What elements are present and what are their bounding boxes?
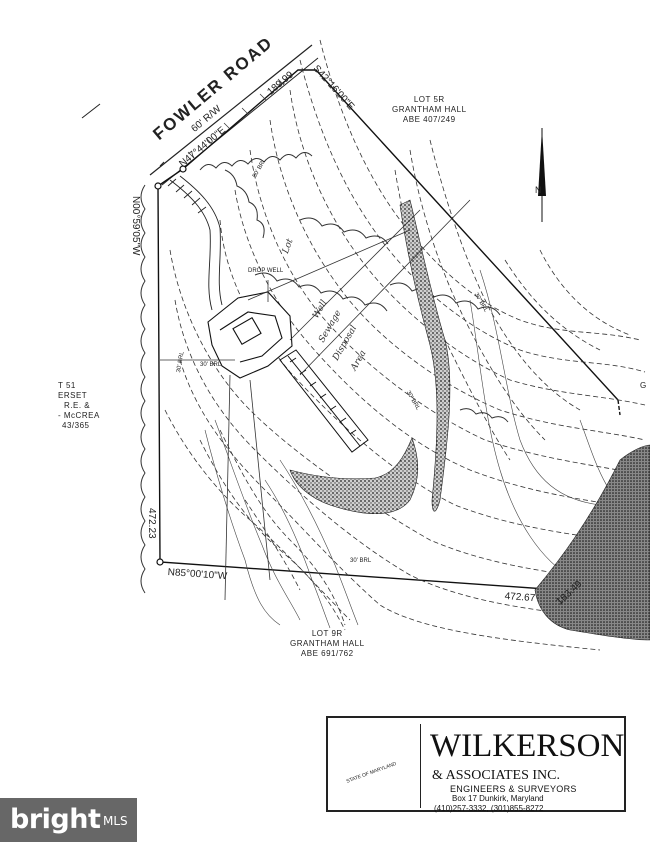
company-subtitle: & ASSOCIATES INC. [432, 768, 560, 783]
boundary-corners [154, 165, 187, 566]
steep-slope-areas [289, 199, 650, 641]
distance-west: 472.23 [146, 508, 157, 539]
lot-north-line-1: LOT 5R [413, 95, 445, 104]
watermark-brand: bright [10, 804, 101, 835]
company-profession: ENGINEERS & SURVEYORS [450, 784, 577, 794]
lot-west-line-1: T 51 [58, 381, 76, 390]
company-address: Box 17 Dunkirk, Maryland [452, 794, 544, 803]
lot-label-south: LOT 9R GRANTHAM HALL ABE 691/762 [290, 630, 365, 660]
contour-lines-solid [204, 269, 641, 629]
title-block-divider [420, 724, 421, 808]
driveway [167, 175, 223, 311]
lot-north-line-3: ABE 407/249 [402, 115, 456, 124]
edge-label: G [640, 381, 647, 390]
lot-west-line-3: R.E. & [64, 401, 91, 410]
lot-west-line-4: - McCREA [58, 411, 100, 420]
watermark-suffix: MLS [103, 814, 128, 828]
lot-south-line-2: GRANTHAM HALL [290, 639, 365, 648]
lot-west-line-2: ERSET [58, 391, 88, 400]
fowler-road-row-lines [81, 44, 319, 186]
distance-south: 472.67 [504, 591, 536, 605]
road-ticks [187, 78, 285, 159]
title-block: WILKERSON & ASSOCIATES INC. ENGINEERS & … [326, 716, 626, 813]
lot-label-west: T 51 ERSET R.E. & - McCREA 43/365 [58, 382, 100, 432]
lot-label-north: LOT 5R GRANTHAM HALL ABE 407/249 [392, 96, 467, 126]
bright-mls-watermark: bright MLS [0, 798, 137, 842]
setback-label-5: 30' BRL [200, 362, 222, 368]
house-footprint [207, 291, 293, 379]
drop-well-label: DROP WELL [248, 268, 284, 274]
lot-south-line-3: ABE 691/762 [300, 649, 354, 658]
lot-west-line-5: 43/365 [62, 421, 90, 430]
setback-lines [160, 199, 471, 601]
lot-south-line-1: LOT 9R [311, 629, 343, 638]
north-arrow-label: N [535, 185, 542, 195]
bearing-west: N00°59'05"W [130, 196, 141, 256]
company-phones: (410)257-3332, (301)855-8272 [434, 804, 544, 813]
lot-north-line-2: GRANTHAM HALL [392, 105, 467, 114]
setback-label-2: 30' BRL [350, 558, 372, 564]
topographic-contours [164, 39, 646, 651]
company-name: WILKERSON [430, 728, 625, 764]
tree-lines [140, 152, 509, 594]
north-arrow-icon [538, 128, 546, 222]
